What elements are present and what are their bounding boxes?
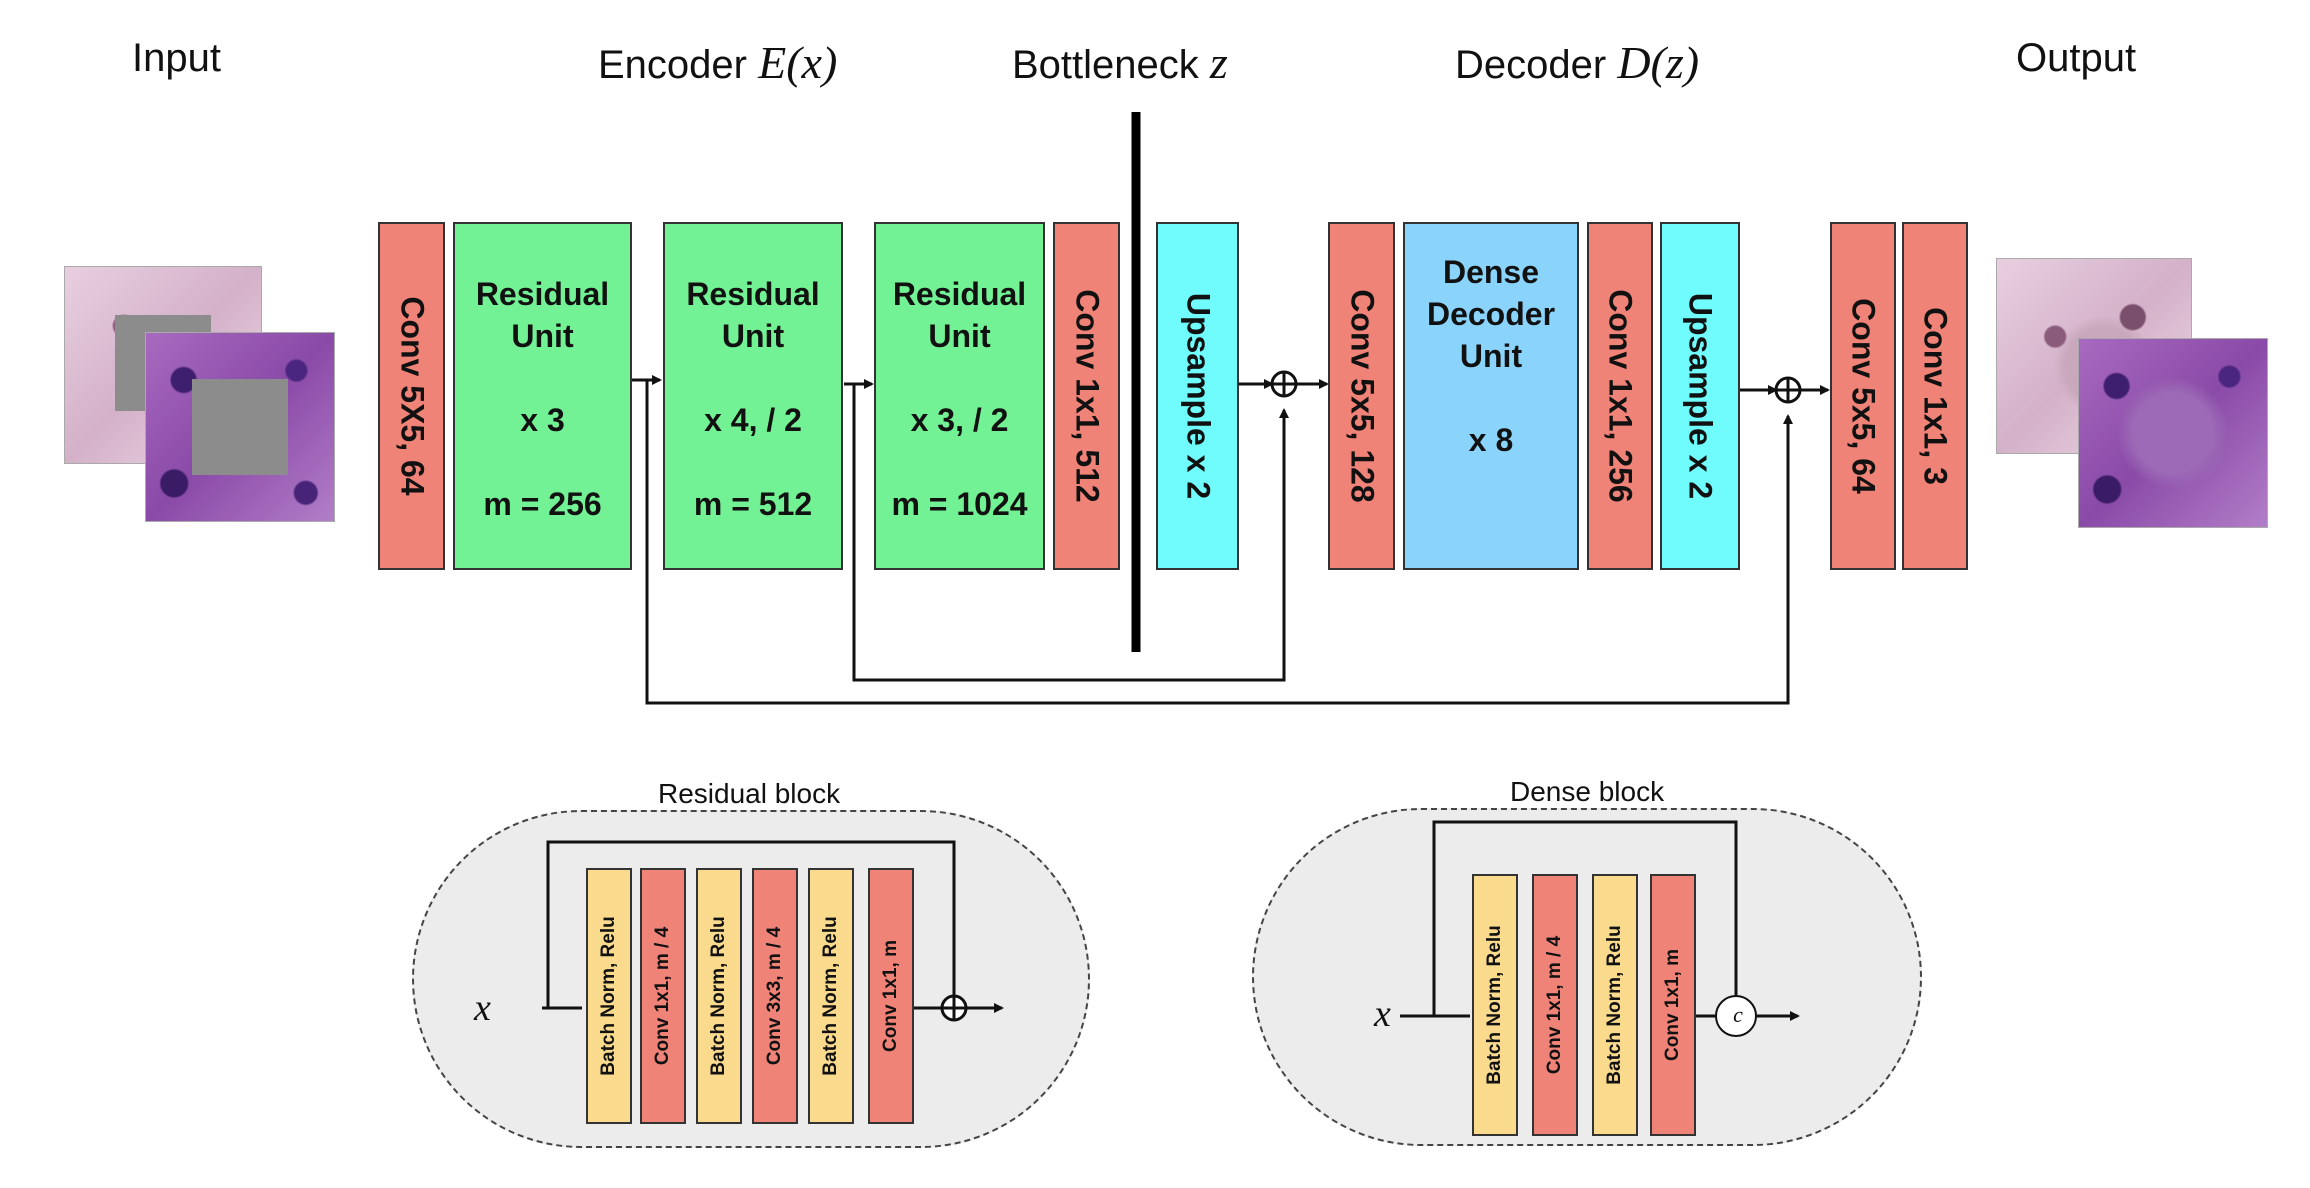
residual-unit-3: Residual Unit x 3, / 2 m = 1024 xyxy=(874,222,1045,570)
encoder-conv-out: Conv 1x1, 512 xyxy=(1053,222,1120,570)
dense-layer-bn-1: Batch Norm, Relu xyxy=(1472,874,1518,1136)
dense-block-input: x xyxy=(1374,993,1391,1035)
res-layer-bn-3: Batch Norm, Relu xyxy=(808,868,854,1124)
residual-block-input: x xyxy=(474,987,491,1029)
concat-label: c xyxy=(1733,1002,1743,1027)
upsample-1: Upsample x 2 xyxy=(1156,222,1239,570)
bottleneck-header: Bottleneck z xyxy=(1012,37,1228,88)
res-layer-conv-1: Conv 1x1, m / 4 xyxy=(640,868,686,1124)
decoder-conv-1: Conv 5x5, 128 xyxy=(1328,222,1395,570)
residual-block-container: x Batch Norm, Relu Conv 1x1, m / 4 Batch… xyxy=(412,810,1090,1148)
decoder-header: Decoder D(z) xyxy=(1455,37,1700,88)
residual-block-title: Residual block xyxy=(658,778,841,809)
res-layer-bn-2: Batch Norm, Relu xyxy=(696,868,742,1124)
upsample-2: Upsample x 2 xyxy=(1660,222,1740,570)
decoder-conv-4: Conv 1x1, 3 xyxy=(1902,222,1968,570)
residual-unit-1: Residual Unit x 3 m = 256 xyxy=(453,222,632,570)
dense-layer-conv-2: Conv 1x1, m xyxy=(1650,874,1696,1136)
decoder-conv-3: Conv 5x5, 64 xyxy=(1830,222,1896,570)
res-layer-bn-1: Batch Norm, Relu xyxy=(586,868,632,1124)
output-image-front xyxy=(2078,338,2268,528)
dense-block-wires xyxy=(1400,820,1800,1037)
dense-layer-conv-1: Conv 1x1, m / 4 xyxy=(1532,874,1578,1136)
dense-layer-bn-2: Batch Norm, Relu xyxy=(1592,874,1638,1136)
decoder-conv-2: Conv 1x1, 256 xyxy=(1587,222,1653,570)
output-header: Output xyxy=(2016,36,2137,80)
res-layer-conv-2: Conv 3x3, m / 4 xyxy=(752,868,798,1124)
mask-patch xyxy=(192,379,288,475)
res-layer-conv-3: Conv 1x1, m xyxy=(868,868,914,1124)
encoder-conv-in: Conv 5X5, 64 xyxy=(378,222,445,570)
dense-decoder-unit: Dense Decoder Unit x 8 xyxy=(1403,222,1579,570)
input-image-masked-front xyxy=(145,332,335,522)
residual-block-wires xyxy=(542,840,1004,1022)
encoder-header: Encoder E(x) xyxy=(598,37,838,88)
skip-connection-inner xyxy=(852,384,1289,682)
skip-connection-outer xyxy=(645,380,1793,705)
input-header: Input xyxy=(132,36,221,80)
residual-unit-2: Residual Unit x 4, / 2 m = 512 xyxy=(663,222,843,570)
dense-block-container: x c Batch Norm, Relu Conv 1x1, m / 4 Bat… xyxy=(1252,808,1922,1146)
dense-block-title: Dense block xyxy=(1510,776,1665,807)
